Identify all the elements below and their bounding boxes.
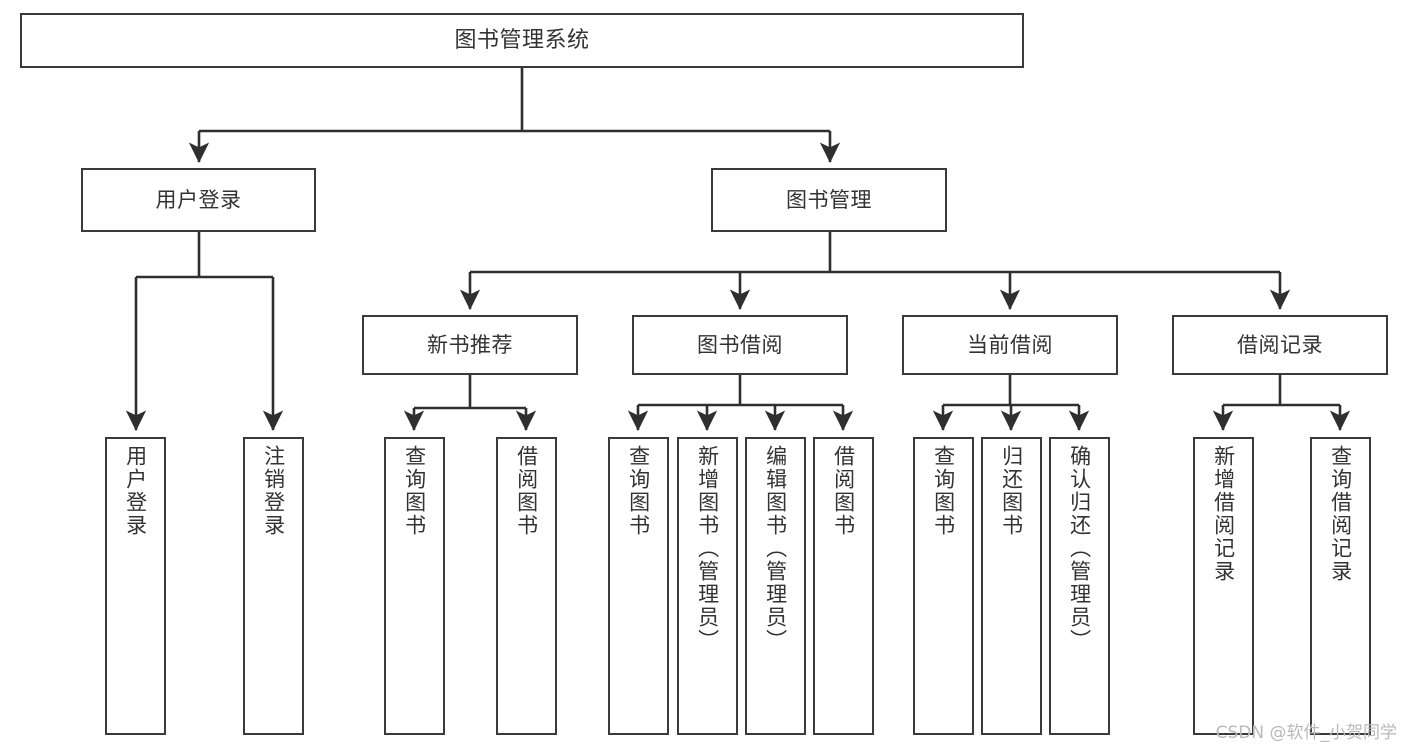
node-borrow-record[interactable]: 借阅记录 [1172, 315, 1388, 375]
watermark-text: CSDN @软件_小贺同学 [1215, 723, 1397, 743]
node-leaf-add-record[interactable]: 新增借阅记录 [1193, 437, 1254, 735]
node-book-manage[interactable]: 图书管理 [711, 168, 947, 232]
node-leaf-user-login[interactable]: 用户登录 [105, 437, 166, 735]
node-leaf-query-record-label: 查询借阅记录 [1328, 445, 1353, 583]
node-current-borrow-label: 当前借阅 [967, 332, 1053, 357]
node-leaf-borrow-book-2[interactable]: 借阅图书 [813, 437, 874, 735]
node-leaf-confirm-return[interactable]: 确认归还（管理员） [1049, 437, 1110, 735]
node-leaf-add-record-label: 新增借阅记录 [1211, 445, 1236, 583]
node-new-book-recommend-label: 新书推荐 [427, 332, 513, 357]
node-leaf-add-book[interactable]: 新增图书（管理员） [677, 437, 738, 735]
node-root[interactable]: 图书管理系统 [20, 13, 1024, 68]
node-leaf-user-logout-label: 注销登录 [261, 445, 286, 537]
node-leaf-query-book-3[interactable]: 查询图书 [913, 437, 974, 735]
node-leaf-query-book-1-label: 查询图书 [402, 445, 427, 537]
node-leaf-query-record[interactable]: 查询借阅记录 [1310, 437, 1371, 735]
node-leaf-return-book-label: 归还图书 [999, 445, 1024, 537]
node-leaf-query-book-2[interactable]: 查询图书 [608, 437, 669, 735]
node-leaf-borrow-book-1-label: 借阅图书 [514, 445, 539, 537]
node-leaf-borrow-book-1[interactable]: 借阅图书 [496, 437, 557, 735]
node-leaf-borrow-book-2-label: 借阅图书 [831, 445, 856, 537]
node-leaf-edit-book[interactable]: 编辑图书（管理员） [745, 437, 806, 735]
node-user-login-label: 用户登录 [155, 187, 242, 212]
node-root-label: 图书管理系统 [454, 27, 590, 53]
node-leaf-query-book-2-label: 查询图书 [626, 445, 651, 537]
node-book-borrow[interactable]: 图书借阅 [632, 315, 848, 375]
node-borrow-record-label: 借阅记录 [1237, 332, 1323, 357]
node-leaf-edit-book-label: 编辑图书（管理员） [763, 445, 788, 652]
node-leaf-user-login-label: 用户登录 [123, 445, 148, 537]
node-leaf-confirm-return-label: 确认归还（管理员） [1067, 445, 1092, 652]
node-leaf-query-book-1[interactable]: 查询图书 [384, 437, 445, 735]
node-current-borrow[interactable]: 当前借阅 [902, 315, 1118, 375]
node-leaf-add-book-label: 新增图书（管理员） [695, 445, 720, 652]
node-book-borrow-label: 图书借阅 [697, 332, 783, 357]
node-book-manage-label: 图书管理 [786, 187, 872, 212]
node-leaf-return-book[interactable]: 归还图书 [981, 437, 1042, 735]
node-user-login[interactable]: 用户登录 [81, 168, 316, 232]
node-new-book-recommend[interactable]: 新书推荐 [362, 315, 578, 375]
node-leaf-query-book-3-label: 查询图书 [931, 445, 956, 537]
node-leaf-user-logout[interactable]: 注销登录 [243, 437, 304, 735]
